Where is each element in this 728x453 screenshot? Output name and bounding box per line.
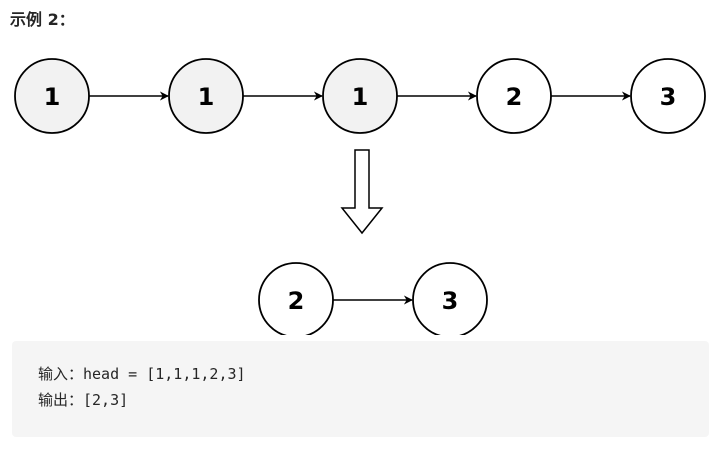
input-node-0 [14,58,90,134]
input-node-label-0: 1 [44,83,61,111]
output-line: 输出：[2,3] [38,391,129,409]
output-node-0 [258,262,334,335]
transform-arrow [340,149,384,235]
input-node-2 [322,58,398,134]
input-node-label-1: 1 [198,83,215,111]
input-line: 输入：head = [1,1,1,2,3] [38,365,246,383]
output-node-label-0: 2 [288,287,305,315]
example-heading: 示例 2： [10,10,75,29]
input-node-4 [630,58,706,134]
input-node-label-2: 1 [352,83,369,111]
input-node-3 [476,58,552,134]
output-node-label-1: 3 [442,287,459,315]
input-node-label-4: 3 [660,83,677,111]
down-arrow-icon [340,149,384,235]
input-node-1 [168,58,244,134]
output-node-1 [412,262,488,335]
code-block: 输入：head = [1,1,1,2,3] 输出：[2,3] [12,341,709,437]
input-node-label-3: 2 [506,83,523,111]
input-linked-list: 1 1 1 2 3 [14,58,706,134]
